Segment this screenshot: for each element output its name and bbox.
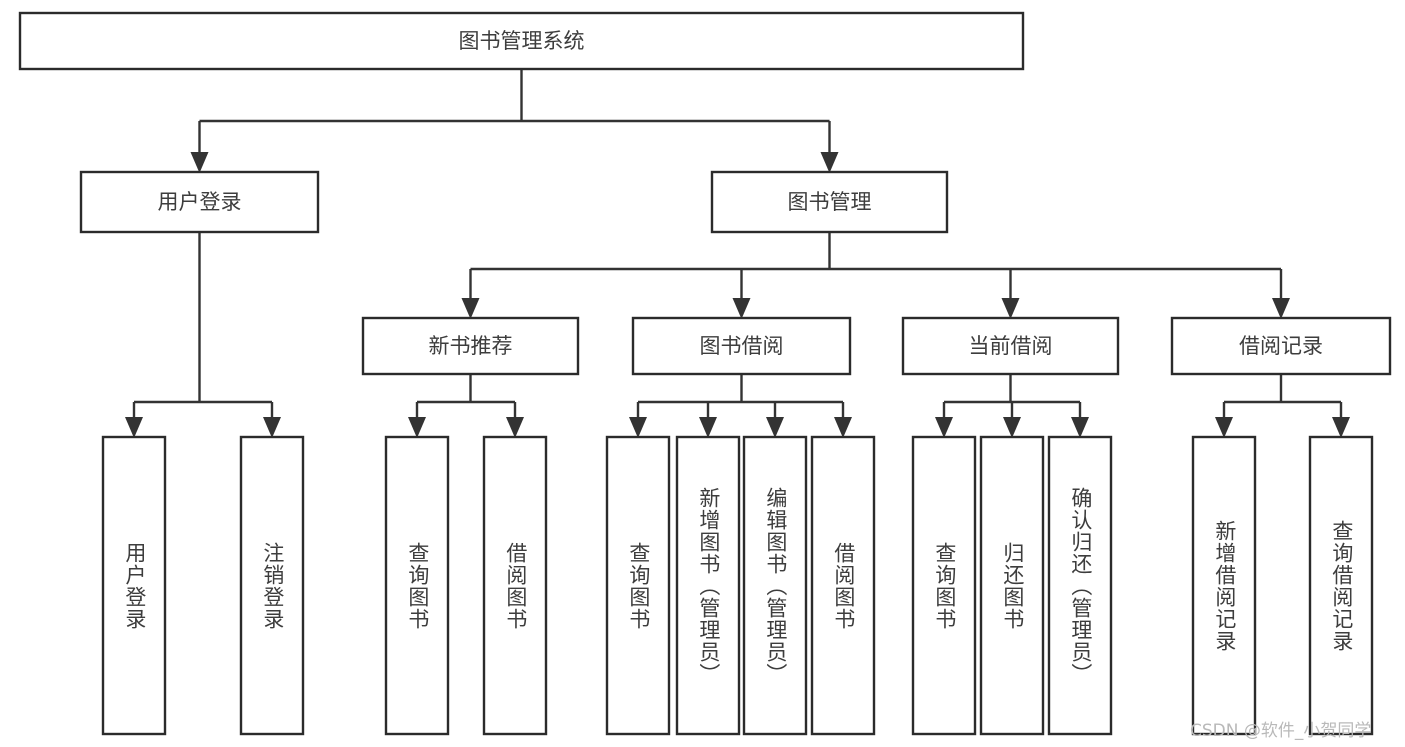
node-label-user-login: 用户登录 — [158, 190, 242, 214]
node-box-leaf-borrow-book-1[interactable] — [482, 435, 548, 736]
node-label-borrow-record: 借阅记录 — [1239, 334, 1323, 358]
node-box-new-book-rec[interactable] — [361, 316, 580, 376]
node-box-leaf-user-login[interactable] — [101, 435, 167, 736]
arrow-head-book-borrow — [732, 298, 751, 319]
node-box-leaf-add-record[interactable] — [1191, 435, 1257, 736]
arrow-head-leaf-logout — [263, 417, 281, 438]
node-box-leaf-add-book[interactable] — [675, 435, 741, 736]
node-box-book-borrow[interactable] — [631, 316, 852, 376]
arrow-head-leaf-add-record — [1215, 417, 1233, 438]
arrow-head-leaf-query-book-1 — [408, 417, 426, 438]
node-box-leaf-query-book-1[interactable] — [384, 435, 450, 736]
node-box-leaf-edit-book[interactable] — [742, 435, 808, 736]
node-label-book-borrow: 图书借阅 — [700, 334, 784, 358]
arrow-head-leaf-confirm-return — [1071, 417, 1089, 438]
node-box-root[interactable] — [18, 11, 1025, 71]
node-box-leaf-borrow-book-2[interactable] — [810, 435, 876, 736]
arrow-head-leaf-return-book — [1003, 417, 1021, 438]
node-box-leaf-query-book-2[interactable] — [605, 435, 671, 736]
node-label-new-book-rec: 新书推荐 — [429, 334, 513, 358]
arrow-head-borrow-record — [1272, 298, 1290, 319]
node-box-book-manage[interactable] — [710, 170, 949, 234]
node-box-leaf-query-record[interactable] — [1308, 435, 1374, 736]
node-box-leaf-confirm-return[interactable] — [1047, 435, 1113, 736]
arrow-head-leaf-borrow-book-2 — [834, 417, 852, 438]
node-box-user-login[interactable] — [79, 170, 320, 234]
arrow-head-new-book-rec — [461, 298, 480, 319]
node-box-leaf-logout[interactable] — [239, 435, 305, 736]
node-box-leaf-return-book[interactable] — [979, 435, 1045, 736]
node-box-current-borrow[interactable] — [901, 316, 1120, 376]
csdn-watermark: CSDN @软件_小贺同学 — [1190, 721, 1372, 741]
arrow-head-leaf-query-record — [1332, 417, 1350, 438]
node-box-leaf-query-book-3[interactable] — [911, 435, 977, 736]
node-label-root: 图书管理系统 — [459, 29, 585, 53]
arrow-head-user-login — [190, 152, 209, 173]
arrow-head-leaf-borrow-book-1 — [506, 417, 524, 438]
arrow-head-leaf-edit-book — [766, 417, 784, 438]
connector-layer — [125, 69, 1350, 438]
node-label-current-borrow: 当前借阅 — [969, 334, 1053, 358]
node-box-borrow-record[interactable] — [1170, 316, 1392, 376]
arrow-head-leaf-query-book-2 — [629, 417, 647, 438]
box-layer — [18, 11, 1392, 736]
arrow-head-leaf-add-book — [699, 417, 717, 438]
arrow-head-leaf-user-login — [125, 417, 143, 438]
arrow-head-current-borrow — [1001, 298, 1020, 319]
arrow-head-book-manage — [820, 152, 839, 173]
node-label-book-manage: 图书管理 — [788, 190, 872, 214]
arrow-head-leaf-query-book-3 — [935, 417, 953, 438]
